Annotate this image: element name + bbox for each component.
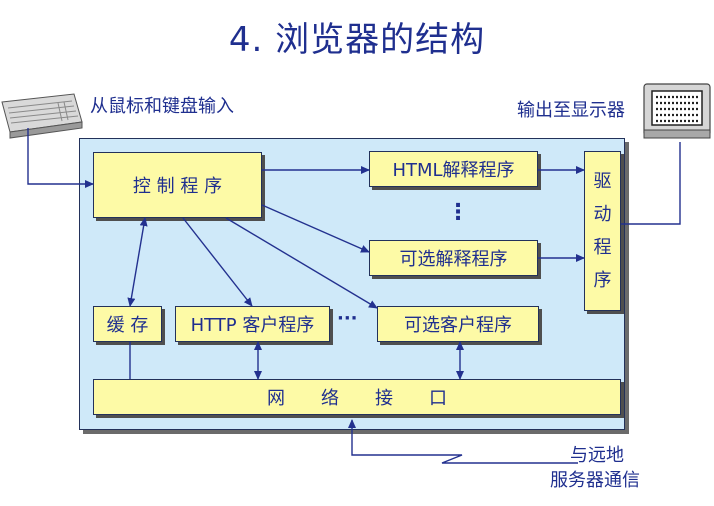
input-label: 从鼠标和键盘输入 xyxy=(90,96,234,117)
output-label: 输出至显示器 xyxy=(517,100,625,121)
http-client-box: HTTP 客户程序 xyxy=(175,306,330,342)
cache-box: 缓 存 xyxy=(93,306,162,342)
driver-char-1: 驱 xyxy=(593,171,612,192)
remote-line xyxy=(348,419,578,464)
html-interpreter-box: HTML解释程序 xyxy=(369,151,538,187)
client-ellipsis: ··· xyxy=(337,308,358,329)
driver-char-4: 序 xyxy=(593,270,612,291)
remote-label-line1: 与远地 xyxy=(570,445,624,466)
page-title: 4. 浏览器的结构 xyxy=(228,20,486,60)
driver-program-box: 驱 动 程 序 xyxy=(584,151,621,311)
control-to-optional-interp-arrow xyxy=(261,204,370,253)
control-to-http-arrow xyxy=(182,217,253,307)
control-program-box: 控 制 程 序 xyxy=(93,152,262,218)
output-line xyxy=(621,142,681,225)
control-to-optional-client-arrow xyxy=(225,217,378,309)
driver-char-2: 动 xyxy=(593,204,612,225)
remote-label-line2: 服务器通信 xyxy=(550,470,640,491)
keyboard-icon xyxy=(1,93,83,139)
interpreter-ellipsis: ⋮ xyxy=(447,200,469,225)
driver-char-3: 程 xyxy=(593,237,612,258)
optional-interpreter-box: 可选解释程序 xyxy=(369,240,538,276)
control-cache-arrow xyxy=(127,217,148,307)
input-arrow xyxy=(27,128,94,188)
monitor-icon xyxy=(643,83,711,139)
network-interface-box: 网 络 接 口 xyxy=(93,379,621,415)
